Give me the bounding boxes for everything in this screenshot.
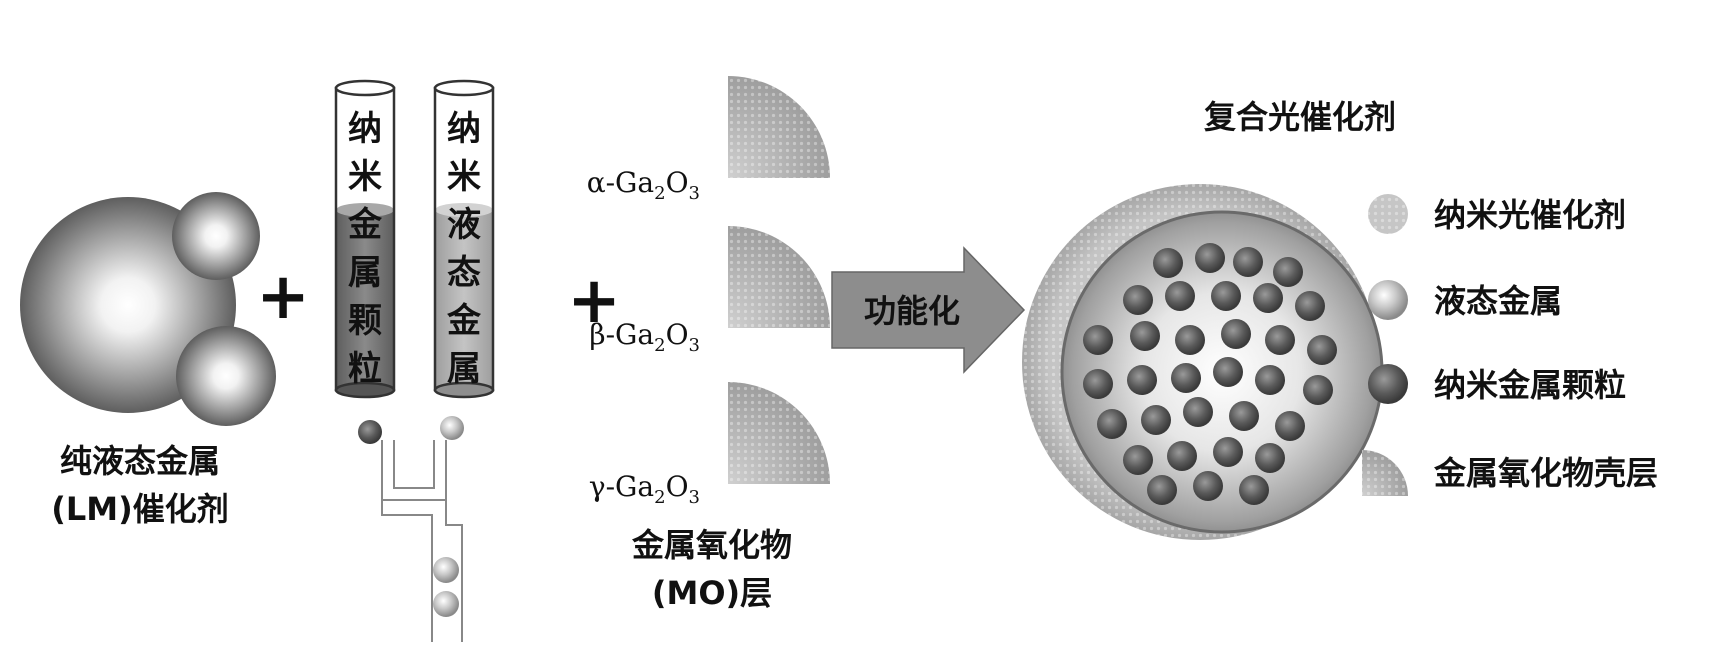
nano-metal-particle [1275,411,1305,441]
tube-right-text: 纳 米 液 态 金 属 [446,109,482,389]
svg-text:米: 米 [447,157,481,197]
arrow-label: 功能化 [864,292,960,330]
mo-label-line1: 金属氧化物 [631,526,792,564]
svg-text:属: 属 [348,253,382,293]
legend-item-nano-photocatalyst: 纳米光催化剂 [1368,194,1626,234]
svg-text:属: 属 [447,349,481,389]
plus-sign-2: + [567,264,621,338]
nano-metal-particle [1233,247,1263,277]
microfluidic-channel [381,440,463,642]
nano-metal-particle [1265,325,1295,355]
nano-metal-particle [1295,291,1325,321]
oxide-alpha-label: α-Ga2O3 [587,166,700,204]
mo-label-line2: (MO)层 [652,574,772,612]
nano-metal-particle [1165,281,1195,311]
lm-droplet-top [172,192,260,280]
nano-metal-particle [1213,357,1243,387]
channel-particle-dark [358,420,382,444]
liquid-metal-icon [1368,280,1408,320]
svg-text:液: 液 [447,205,481,245]
nano-metal-particle [1183,397,1213,427]
nano-metal-particle [1307,335,1337,365]
composite-particle [1022,184,1384,540]
nano-metal-particle [1221,319,1251,349]
oxide-gamma [728,382,830,484]
lm-label-line1: 纯液态金属 [60,442,220,480]
nano-metal-particle [1123,445,1153,475]
nano-metal-particle [1083,369,1113,399]
test-tube-right [433,79,495,399]
oxide-gamma-label: γ-Ga2O3 [589,470,700,508]
tube-right-liquid [435,210,493,390]
nano-metal-particle [1097,409,1127,439]
nano-metal-particle [1123,285,1153,315]
nano-metal-particle [1211,281,1241,311]
oxide-alpha [728,76,830,178]
svg-text:液态金属: 液态金属 [1434,282,1562,320]
nano-metal-particle [1193,471,1223,501]
legend-item-metal-oxide-shell: 金属氧化物壳层 [1362,450,1658,496]
nano-metal-particle [1175,325,1205,355]
nano-metal-particle [1195,243,1225,273]
nano-metal-particle [1229,401,1259,431]
svg-text:粒: 粒 [348,349,382,389]
svg-text:纳米光催化剂: 纳米光催化剂 [1434,196,1626,234]
svg-text:金: 金 [347,205,383,245]
composite-title: 复合光催化剂 [1204,98,1396,136]
legend-item-liquid-metal: 液态金属 [1368,280,1562,320]
oxide-beta [728,226,830,328]
nano-metal-particle [1167,441,1197,471]
nano-metal-particle [1171,363,1201,393]
nano-metal-particle [1147,475,1177,505]
tube-left-text: 纳 米 金 属 颗 粒 [347,109,383,389]
nano-metal-particle [1253,283,1283,313]
tube-left-liquid [336,210,394,390]
channel-particle-mix-1 [433,557,459,583]
svg-text:金属氧化物壳层: 金属氧化物壳层 [1433,454,1658,492]
svg-text:金: 金 [446,301,482,341]
plus-sign-1: + [256,260,310,334]
lm-droplet-bottom [176,326,276,426]
nano-metal-particle [1141,405,1171,435]
nano-metal-particle [1273,257,1303,287]
channel-particle-mix-2 [433,591,459,617]
oxide-beta-label: β-Ga2O3 [589,318,700,356]
liquid-metal-droplets [20,192,276,426]
nano-metal-particle [1083,325,1113,355]
nano-metal-particle [1255,365,1285,395]
svg-text:颗: 颗 [348,301,382,341]
nano-metal-particle-icon [1368,364,1408,404]
nano-metal-particle [1153,248,1183,278]
test-tube-left [334,79,396,399]
legend-item-nano-metal-particle: 纳米金属颗粒 [1368,364,1626,404]
nano-metal-particles [1083,243,1337,505]
lm-label-line2: (LM)催化剂 [51,490,229,528]
nano-metal-particle [1303,375,1333,405]
svg-text:纳米金属颗粒: 纳米金属颗粒 [1434,366,1626,404]
nano-metal-particle [1255,443,1285,473]
svg-text:纳: 纳 [348,109,382,149]
svg-text:米: 米 [348,157,382,197]
svg-text:纳: 纳 [447,109,481,149]
nano-metal-particle [1239,475,1269,505]
legend: 纳米光催化剂 液态金属 纳米金属颗粒 金属氧化物壳层 [1362,194,1658,496]
functionalization-arrow [831,246,1026,374]
nano-metal-particle [1213,437,1243,467]
nano-metal-particle [1127,365,1157,395]
svg-text:态: 态 [447,253,481,293]
channel-particle-light [440,416,464,440]
nano-metal-particle [1130,321,1160,351]
